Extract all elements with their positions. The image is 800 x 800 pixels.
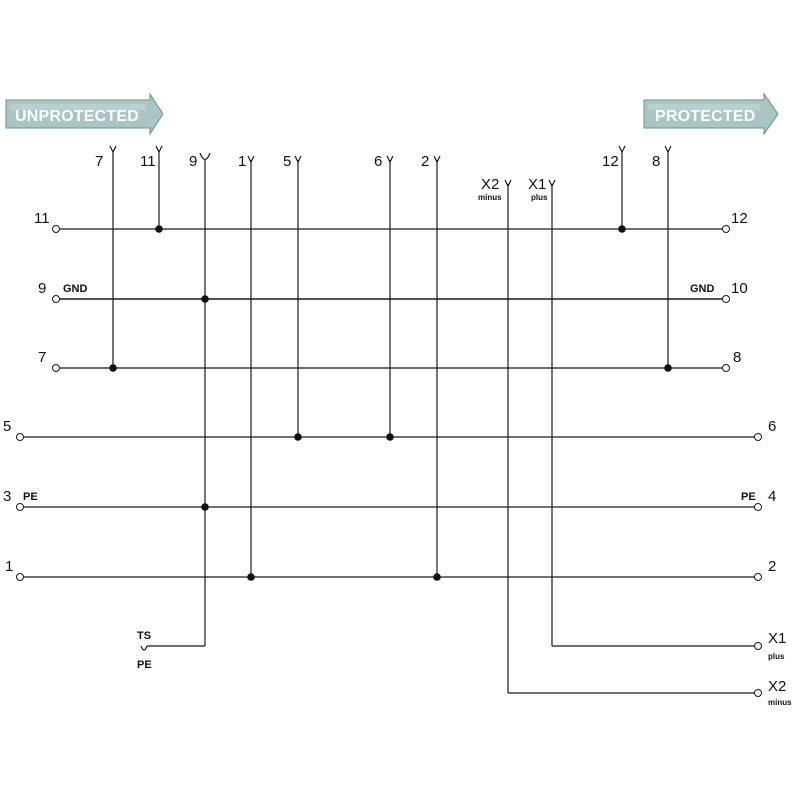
ts-label: TS [137,630,151,642]
left-label-pe: PE [23,491,38,503]
fork-icon [664,145,672,154]
junction-dot [618,225,626,233]
fork-icon [504,179,512,188]
right-label-pe: PE [741,491,756,503]
right-label-gnd: GND [690,283,715,295]
top-label-12: 12 [602,153,619,170]
terminal-circle [52,225,60,233]
top-terminal-labels: 7 11 9 1 5 6 2 X2 minus X1 plus 12 8 [95,153,660,202]
horizontal-wires [20,228,758,578]
left-row-labels: 11 9 GND 7 5 3 PE 1 [3,210,88,575]
unprotected-banner: UNPROTECTED [5,92,164,136]
x1-bottom-sub: plus [768,652,785,661]
x2-bottom-label: X2 [768,678,786,695]
right-label-8: 8 [733,349,741,366]
open-terminals [16,225,762,697]
bottom-labels: TS PE X1 plus X2 minus [137,630,792,707]
left-label-gnd: GND [63,283,88,295]
top-label-2: 2 [421,153,429,170]
junction-dot [201,503,209,511]
terminal-circle [722,295,730,303]
right-label-4: 4 [768,488,776,505]
terminal-circle [52,295,60,303]
left-label-5: 5 [3,418,11,435]
top-label-9: 9 [189,153,197,170]
terminal-circle [754,689,762,697]
left-label-3: 3 [3,488,11,505]
terminal-circle [16,573,24,581]
top-label-x1: X1 [528,176,546,193]
terminal-circle [16,433,24,441]
top-label-1: 1 [238,153,246,170]
junction-dot [247,573,255,581]
vertical-wires [112,152,758,694]
junction-dot [109,364,117,372]
junction-dot [294,433,302,441]
fork-icon [386,155,394,164]
top-label-x2: X2 [481,176,499,193]
top-label-11: 11 [140,153,156,170]
terminal-circle [754,503,762,511]
fork-icon [618,145,626,154]
junction-dot [155,225,163,233]
top-label-7: 7 [95,153,103,170]
left-label-7: 7 [38,349,46,366]
right-label-10: 10 [731,280,748,297]
fork-icon [199,152,211,161]
terminal-circle [754,433,762,441]
top-terminal-forks [109,145,672,188]
terminal-circle [722,364,730,372]
junction-dot [433,573,441,581]
protected-banner: PROTECTED [643,92,779,136]
unprotected-label: UNPROTECTED [15,108,139,125]
pe-bottom-label: PE [137,659,152,671]
junction-dot [201,295,209,303]
x2-bottom-sub: minus [768,698,792,707]
protected-label: PROTECTED [655,108,755,125]
terminal-circle [754,642,762,650]
top-label-5: 5 [283,153,291,170]
fork-icon [548,179,556,188]
top-label-x2-sub: minus [478,193,502,202]
fork-icon [294,155,302,164]
left-label-11: 11 [34,210,50,227]
fork-icon [109,145,117,154]
right-label-6: 6 [768,418,776,435]
fork-icon [433,155,441,164]
terminal-circle [722,225,730,233]
top-label-6: 6 [374,153,382,170]
right-row-labels: 12 GND 10 8 6 PE 4 2 [690,210,776,575]
left-label-9: 9 [38,280,46,297]
top-label-8: 8 [652,153,660,170]
junction-dots [109,225,672,581]
right-label-12: 12 [731,210,748,227]
junction-dot [664,364,672,372]
terminal-circle [754,573,762,581]
fork-icon [247,155,255,164]
terminal-circle [52,364,60,372]
junction-dot [386,433,394,441]
terminal-circle [16,503,24,511]
ts-fork-icon [140,645,148,651]
x1-bottom-label: X1 [768,630,786,647]
right-label-2: 2 [768,558,776,575]
left-label-1: 1 [5,558,13,575]
top-label-x1-sub: plus [531,193,548,202]
fork-icon [155,145,163,154]
